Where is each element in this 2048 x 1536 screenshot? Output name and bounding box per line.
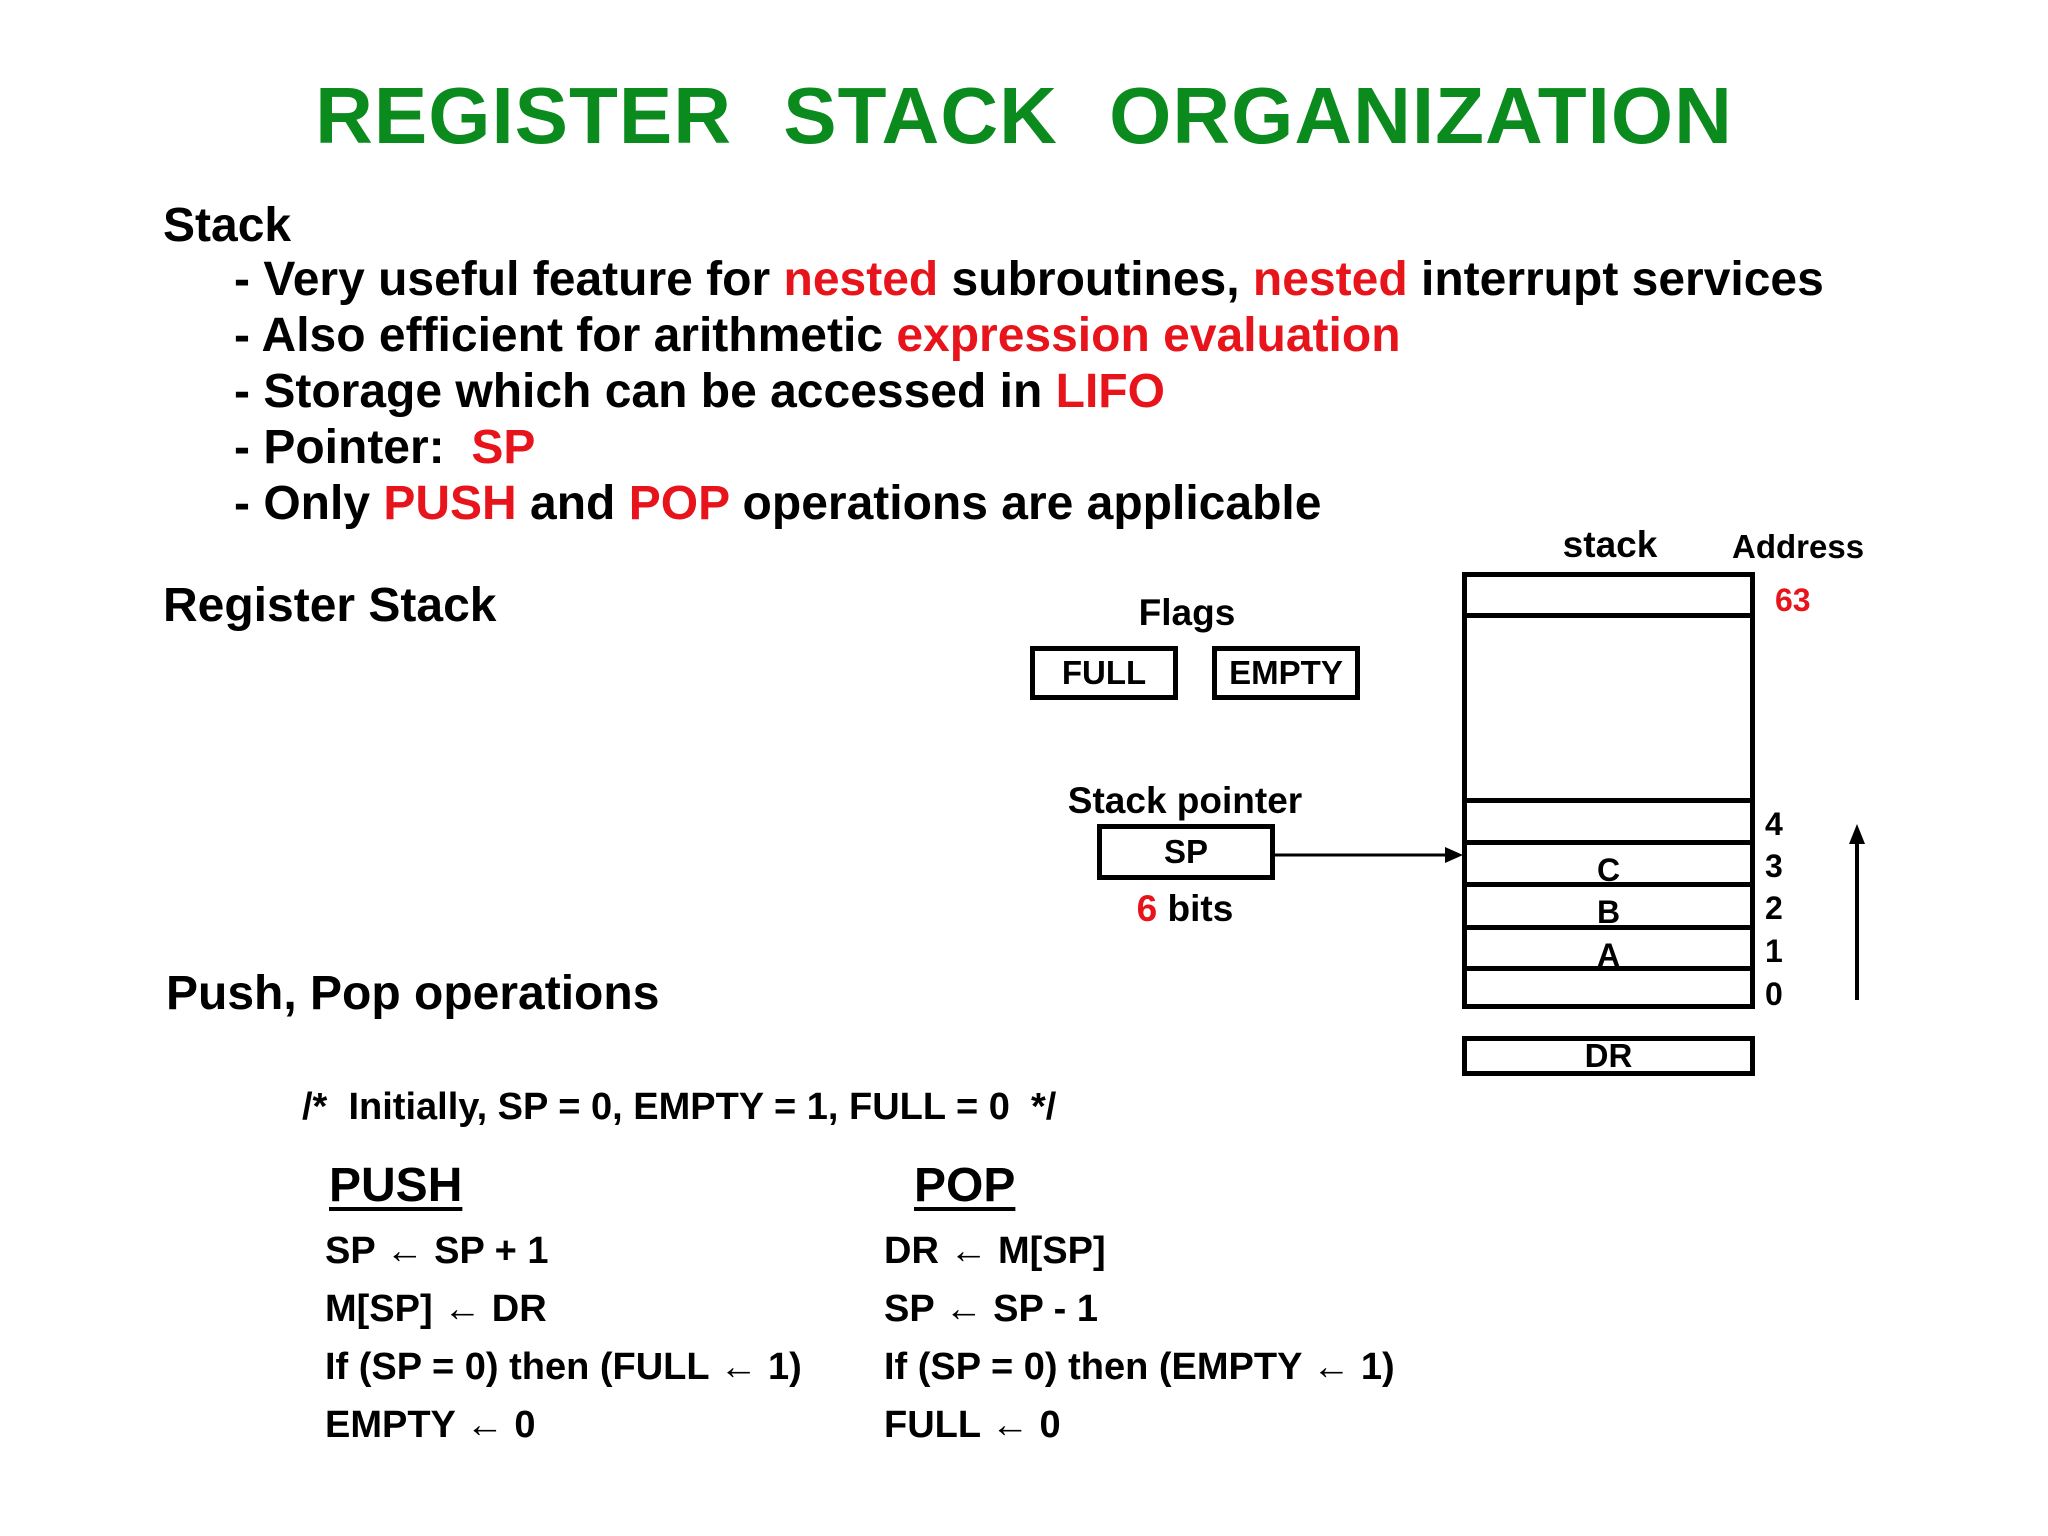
stack-cell-1: A — [1596, 937, 1621, 973]
push-step-4: EMPTY ← 0 — [325, 1404, 536, 1446]
sp-bits-value: 6 — [1136, 888, 1158, 929]
push-step-2: M[SP] ← DR — [325, 1288, 547, 1330]
stack-divider — [1467, 925, 1750, 930]
bullet-text: interrupt services — [1407, 253, 1824, 306]
bullet-expression: - Also efficient for arithmetic expressi… — [234, 308, 1824, 364]
stack-cell-3: C — [1596, 852, 1621, 888]
bullet-push-pop: - Only PUSH and POP operations are appli… — [234, 476, 1824, 532]
bullet-text: - Very useful feature for — [234, 253, 784, 306]
address-label: Address — [1732, 528, 1865, 565]
bullet-pointer: - Pointer: SP — [234, 420, 1824, 476]
slide-title: REGISTER STACK ORGANIZATION — [315, 71, 1733, 160]
dr-register-box: DR — [1462, 1036, 1755, 1076]
stack-divider — [1467, 882, 1750, 887]
push-step-3: If (SP = 0) then (FULL ← 1) — [325, 1346, 802, 1388]
bullet-nested: - Very useful feature for nested subrout… — [234, 252, 1824, 308]
bullet-highlight: nested — [783, 253, 939, 306]
stack-divider — [1467, 798, 1750, 803]
address-1: 1 — [1765, 933, 1783, 969]
initial-state-comment: /* Initially, SP = 0, EMPTY = 1, FULL = … — [302, 1086, 1057, 1128]
bullet-text: - Pointer: — [234, 421, 472, 474]
growth-arrow-head — [1849, 824, 1865, 844]
sp-register-box: SP — [1097, 824, 1275, 880]
pop-step-3: If (SP = 0) then (EMPTY ← 1) — [884, 1346, 1395, 1388]
bullet-highlight: expression evaluation — [896, 309, 1401, 362]
address-0: 0 — [1765, 976, 1783, 1012]
empty-flag-box: EMPTY — [1212, 646, 1360, 700]
bullet-text: - Also efficient for arithmetic — [234, 309, 897, 362]
push-heading: PUSH — [329, 1159, 463, 1212]
bullet-text: - Only — [234, 477, 384, 530]
pop-step-1: DR ← M[SP] — [884, 1230, 1106, 1272]
bullet-highlight: LIFO — [1055, 365, 1165, 418]
bullet-highlight: SP — [471, 421, 536, 474]
push-pop-heading: Push, Pop operations — [166, 967, 660, 1020]
sp-bits-unit: bits — [1157, 888, 1234, 929]
push-step-1: SP ← SP + 1 — [325, 1230, 549, 1272]
stack-pointer-label: Stack pointer — [1067, 780, 1303, 821]
address-63: 63 — [1775, 582, 1811, 618]
bullet-text: operations are applicable — [729, 477, 1322, 530]
sp-size-label: 6 bits — [1100, 888, 1270, 930]
stack-divider — [1467, 966, 1750, 971]
stack-divider — [1467, 613, 1750, 618]
bullet-text: and — [516, 477, 629, 530]
address-3: 3 — [1765, 848, 1783, 884]
stack-label: stack — [1562, 524, 1658, 565]
bullet-highlight: POP — [628, 477, 730, 530]
address-4: 4 — [1765, 806, 1783, 842]
bullet-lifo: - Storage which can be accessed in LIFO — [234, 364, 1824, 420]
pop-step-2: SP ← SP - 1 — [884, 1288, 1099, 1330]
sp-arrow — [1275, 847, 1463, 863]
register-stack: C B A — [1462, 572, 1755, 1009]
stack-bullet-list: - Very useful feature for nested subrout… — [234, 252, 1824, 532]
address-2: 2 — [1765, 890, 1783, 926]
stack-cell-2: B — [1596, 894, 1621, 930]
bullet-text: - Storage which can be accessed in — [234, 365, 1056, 418]
pop-heading: POP — [914, 1159, 1016, 1212]
bullet-highlight: PUSH — [383, 477, 517, 530]
register-stack-heading: Register Stack — [163, 579, 497, 632]
stack-divider — [1467, 840, 1750, 845]
full-flag-box: FULL — [1030, 646, 1178, 700]
stack-heading: Stack — [163, 199, 292, 252]
flags-label: Flags — [1138, 592, 1236, 633]
bullet-highlight: nested — [1252, 253, 1408, 306]
sp-arrow-head — [1445, 847, 1463, 863]
growth-arrow — [1849, 824, 1865, 1000]
pop-step-4: FULL ← 0 — [884, 1404, 1061, 1446]
bullet-text: subroutines, — [938, 253, 1253, 306]
